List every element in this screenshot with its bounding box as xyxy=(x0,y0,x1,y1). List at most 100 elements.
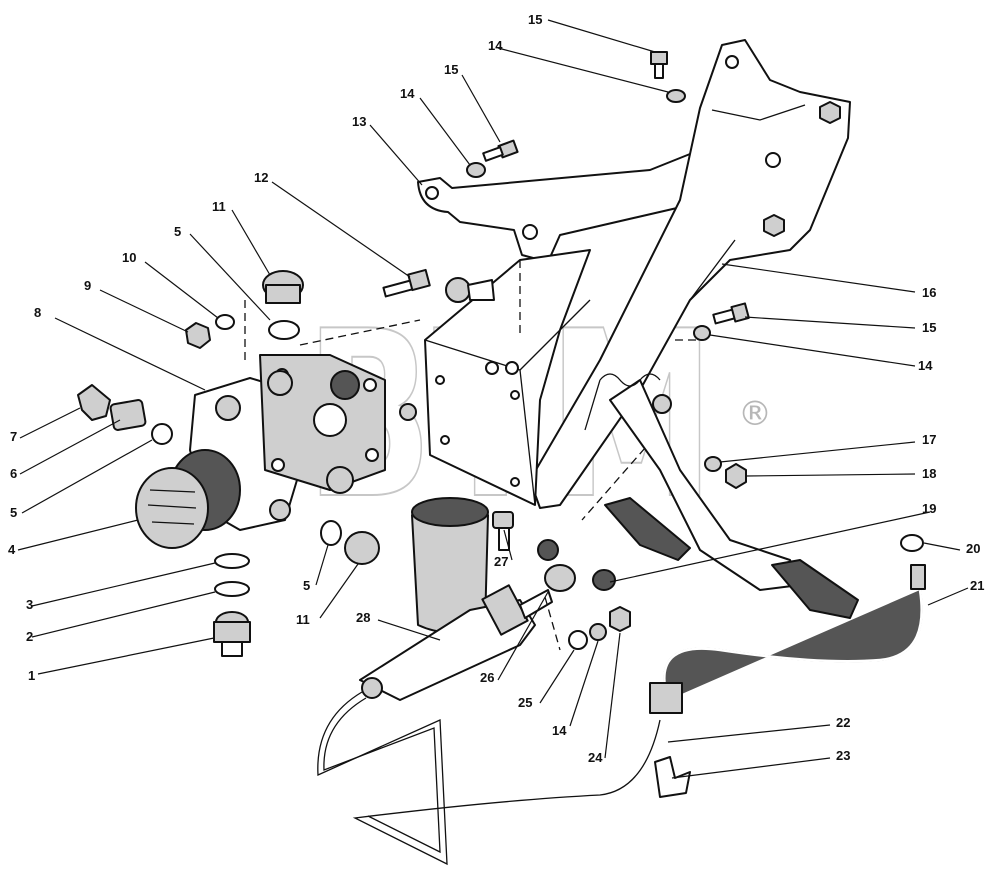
hex-nut xyxy=(609,606,631,632)
return-spring xyxy=(584,373,661,431)
pedal-pad xyxy=(771,559,859,619)
cylinder-body xyxy=(359,599,536,701)
screw-plug xyxy=(344,531,380,565)
callout-5: 5 xyxy=(174,224,181,239)
leader-line xyxy=(503,529,513,561)
callout-9: 9 xyxy=(84,278,91,293)
flange-bolt xyxy=(271,458,285,472)
callout-26: 26 xyxy=(480,670,494,685)
callout-20: 20 xyxy=(966,541,980,556)
callout-4: 4 xyxy=(8,542,16,557)
leader-line xyxy=(419,97,471,166)
callout-15: 15 xyxy=(528,12,542,27)
frame-arm-edge xyxy=(711,104,806,121)
lock-washer xyxy=(704,456,722,472)
leader-line xyxy=(609,511,931,583)
plug-nut xyxy=(326,466,354,494)
leader-line xyxy=(17,519,139,551)
adapter-fitting xyxy=(109,399,147,431)
flexible-hose-highlight xyxy=(663,589,923,701)
callout-3: 3 xyxy=(26,597,33,612)
sealing-washer xyxy=(214,553,250,569)
sealing-washer xyxy=(900,534,924,552)
bolt-shank xyxy=(482,146,504,162)
lock-washer xyxy=(693,325,711,341)
drain-plug-body xyxy=(213,621,251,643)
elbow-fitting xyxy=(77,384,111,421)
push-rod xyxy=(519,589,553,619)
filter-ribs xyxy=(147,489,197,525)
callout-10: 10 xyxy=(122,250,136,265)
bracket-plate xyxy=(417,149,713,263)
leader-line xyxy=(923,542,961,551)
callout-18: 18 xyxy=(922,466,936,481)
leader-line xyxy=(99,289,189,333)
callout-11: 11 xyxy=(212,199,226,214)
pipe-lines xyxy=(317,534,926,866)
frame-hole xyxy=(765,152,781,168)
reservoir-cap xyxy=(411,497,489,527)
cylinder-outlet-fitting xyxy=(361,677,383,699)
box-hole xyxy=(485,361,499,375)
leader-line xyxy=(569,640,599,727)
flange-bolt xyxy=(365,448,379,462)
bolt-head xyxy=(650,51,668,65)
leader-line xyxy=(189,233,271,321)
clevis-pin-shank xyxy=(498,527,510,551)
leader-line xyxy=(709,334,916,367)
assembly-guide-line xyxy=(544,596,561,651)
plug-nut xyxy=(269,499,291,521)
leader-line xyxy=(369,124,423,186)
callout-11: 11 xyxy=(296,612,310,627)
leader-line xyxy=(927,587,969,606)
leader-line xyxy=(461,74,501,143)
diaphragm-cap xyxy=(330,370,360,400)
leader-line xyxy=(604,632,621,759)
callout-14: 14 xyxy=(918,358,933,373)
bracket-fasteners xyxy=(382,51,750,489)
cylinder-flange xyxy=(481,584,529,636)
box-hole xyxy=(505,361,519,375)
hose-bracket xyxy=(649,682,683,714)
lock-washer xyxy=(666,89,686,103)
callout-5: 5 xyxy=(303,578,310,593)
leader-line xyxy=(667,724,831,743)
spring-washer xyxy=(215,314,235,330)
callout-12: 12 xyxy=(254,170,268,185)
hose-clip xyxy=(654,756,691,798)
leader-line xyxy=(315,544,329,586)
leader-line xyxy=(497,591,549,681)
hex-nut xyxy=(819,101,841,124)
leader-line xyxy=(745,473,916,477)
callout-24: 24 xyxy=(588,750,603,765)
leader-line xyxy=(721,263,916,293)
leader-line xyxy=(539,649,575,704)
leader-line xyxy=(19,407,81,439)
ball-joint xyxy=(445,277,471,303)
metal-pipe-inner xyxy=(323,697,441,854)
leader-line xyxy=(547,19,656,53)
leader-line xyxy=(37,637,215,675)
clevis-pin-head xyxy=(492,511,514,529)
assembly-guide-line xyxy=(299,319,421,346)
pivot-bolt xyxy=(652,394,672,414)
bushing xyxy=(537,539,559,561)
valve-cap xyxy=(267,370,293,396)
callout-8: 8 xyxy=(34,305,41,320)
hex-nut xyxy=(725,463,747,489)
callout-14: 14 xyxy=(552,723,567,738)
drain-plug-thread xyxy=(221,641,243,657)
bolt-head xyxy=(407,268,431,292)
callout-19: 19 xyxy=(922,501,936,516)
callout-7: 7 xyxy=(10,429,17,444)
lock-washer xyxy=(466,162,486,178)
callout-5: 5 xyxy=(10,505,17,520)
leader-line xyxy=(54,317,206,391)
leader-line xyxy=(31,591,216,638)
clutch-booster-assembly xyxy=(77,270,421,657)
leader-line xyxy=(19,419,121,475)
clevis xyxy=(544,564,576,592)
callout-25: 25 xyxy=(518,695,532,710)
callout-27: 27 xyxy=(494,554,508,569)
